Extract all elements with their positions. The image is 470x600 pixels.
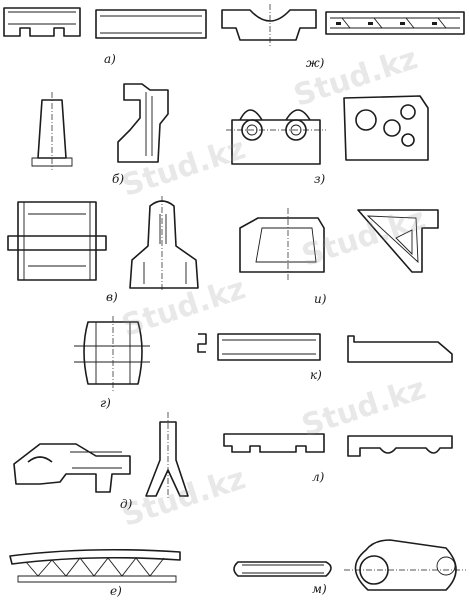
label-g: г) — [100, 396, 111, 410]
label-m: м) — [312, 582, 327, 596]
label-i: и) — [314, 292, 327, 306]
part-l-drawings — [223, 433, 453, 457]
label-l: л) — [312, 470, 325, 484]
label-e: е) — [110, 584, 122, 598]
label-z: з) — [314, 172, 326, 186]
part-b-drawings — [31, 83, 169, 170]
part-v-drawings — [7, 196, 199, 292]
part-k-drawings — [197, 333, 453, 363]
part-zh-drawings — [221, 4, 465, 48]
part-z-drawings — [226, 95, 429, 165]
part-g-drawings — [74, 316, 150, 392]
label-b: б) — [112, 172, 125, 186]
label-k: к) — [310, 368, 322, 382]
label-a: а) — [104, 52, 116, 66]
part-a-drawings — [3, 7, 207, 39]
part-e-drawings — [9, 548, 181, 583]
part-m-drawings — [233, 539, 466, 591]
label-v: в) — [106, 290, 118, 304]
label-d: д) — [120, 497, 133, 511]
part-i-drawings — [239, 208, 439, 280]
label-zh: ж) — [306, 56, 325, 70]
part-d-drawings — [13, 412, 189, 500]
